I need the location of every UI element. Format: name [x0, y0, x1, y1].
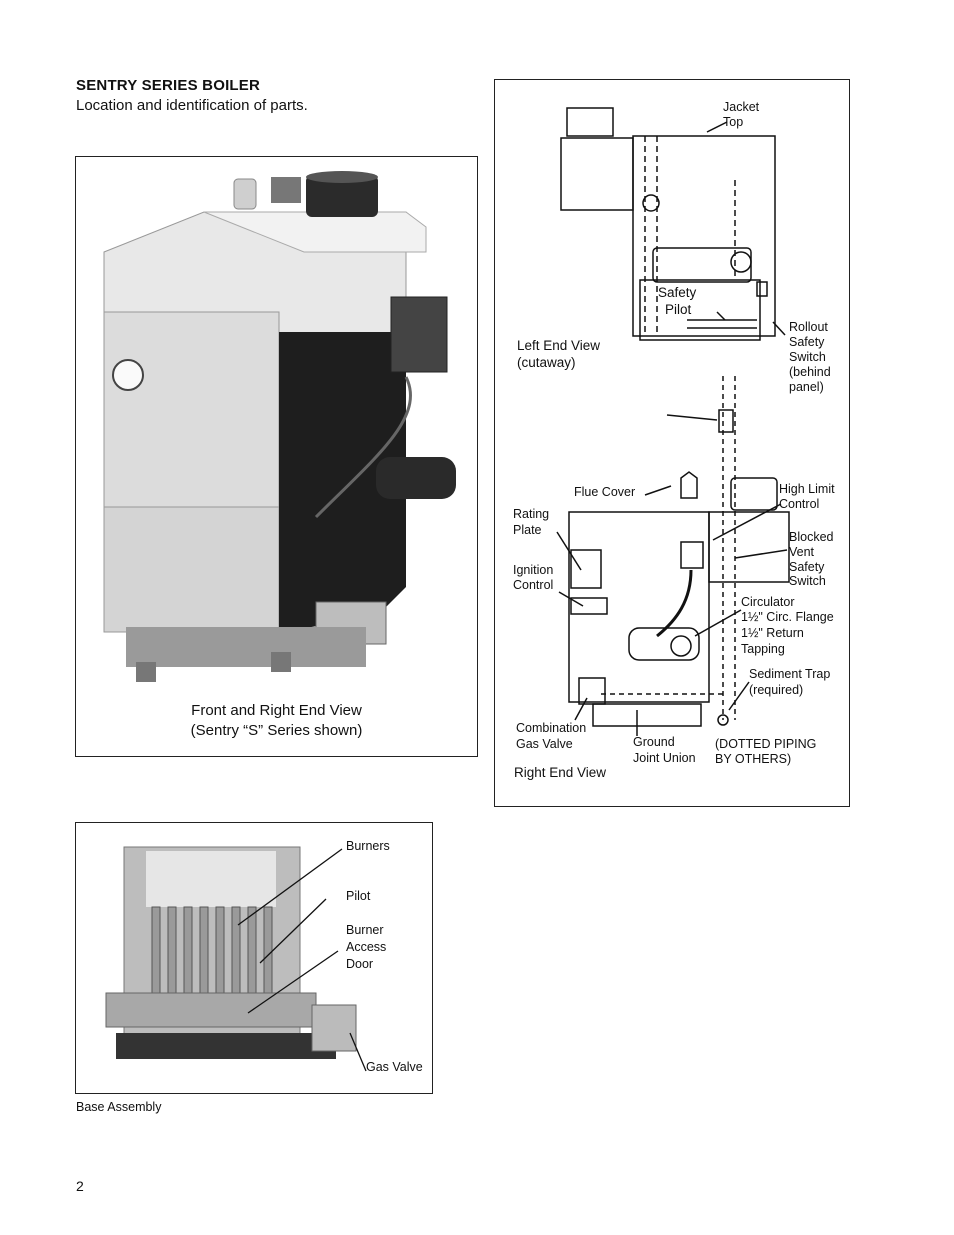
label-rollout-2: Safety: [789, 335, 825, 349]
label-burner-access-door-3: Door: [346, 957, 374, 971]
label-burners: Burners: [346, 839, 390, 853]
base-assembly-caption: Base Assembly: [76, 1100, 162, 1114]
page-subtitle: Location and identification of parts.: [76, 97, 308, 114]
label-right-end-view: Right End View: [514, 765, 607, 780]
label-sediment-trap-2: (required): [749, 683, 804, 697]
base-assembly-illustration: [105, 846, 367, 1072]
label-blocked-vent-3: Safety: [789, 560, 825, 574]
label-ground-joint-union-1: Ground: [633, 735, 675, 749]
label-combination-gas-valve-2: Gas Valve: [516, 737, 573, 751]
label-burner-access-door-2: Access: [346, 940, 387, 954]
label-rating-plate-2: Plate: [513, 523, 542, 537]
label-burner-access-door-1: Burner: [346, 923, 384, 937]
front-view-figure: Front and Right End View (Sentry “S” Ser…: [75, 156, 478, 757]
label-blocked-vent-4: Switch: [789, 574, 826, 588]
label-jacket-top-2: Top: [723, 115, 744, 129]
label-gas-valve: Gas Valve: [366, 1060, 423, 1074]
label-rollout-3: Switch: [789, 350, 826, 364]
label-high-limit-1: High Limit: [779, 482, 835, 496]
label-circulator-3: 1½" Return: [741, 626, 804, 640]
boiler-front-illustration: [103, 171, 456, 682]
page-title: SENTRY SERIES BOILER: [76, 77, 261, 94]
label-flue-cover: Flue Cover: [574, 485, 636, 499]
end-view-line-drawing: [556, 107, 790, 736]
label-rating-plate-1: Rating: [513, 507, 550, 521]
label-dotted-piping-1: (DOTTED PIPING: [715, 737, 817, 751]
label-rollout-4: (behind: [789, 365, 831, 379]
page-number: 2: [76, 1178, 84, 1194]
label-safety-pilot-2: Pilot: [665, 302, 692, 317]
label-high-limit-2: Control: [779, 497, 820, 511]
label-ignition-control-1: Ignition: [513, 563, 554, 577]
label-combination-gas-valve-1: Combination: [516, 721, 587, 735]
label-sediment-trap-1: Sediment Trap: [749, 667, 831, 681]
label-pilot: Pilot: [346, 889, 371, 903]
label-circulator-4: Tapping: [741, 642, 785, 656]
label-left-end-cutaway: (cutaway): [517, 355, 576, 370]
end-view-diagram: Jacket Top Safety Pilot Rollout Safety S…: [494, 79, 850, 807]
label-safety-pilot-1: Safety: [658, 285, 697, 300]
front-view-caption-line2: (Sentry “S” Series shown): [190, 722, 363, 739]
label-circulator-1: Circulator: [741, 595, 795, 609]
label-rollout-5: panel): [789, 380, 824, 394]
label-blocked-vent-1: Blocked: [789, 530, 834, 544]
label-ground-joint-union-2: Joint Union: [633, 751, 696, 765]
label-rollout-1: Rollout: [789, 320, 828, 334]
front-view-caption-line1: Front and Right End View: [191, 702, 362, 719]
label-jacket-top-1: Jacket: [723, 100, 760, 114]
label-left-end-view: Left End View: [517, 338, 601, 353]
base-assembly-figure: Burners Pilot Burner Access Door Gas Val…: [75, 822, 433, 1094]
label-ignition-control-2: Control: [513, 578, 554, 592]
label-circulator-2: 1½" Circ. Flange: [741, 610, 834, 624]
label-blocked-vent-2: Vent: [789, 545, 815, 559]
label-dotted-piping-2: BY OTHERS): [715, 752, 792, 766]
